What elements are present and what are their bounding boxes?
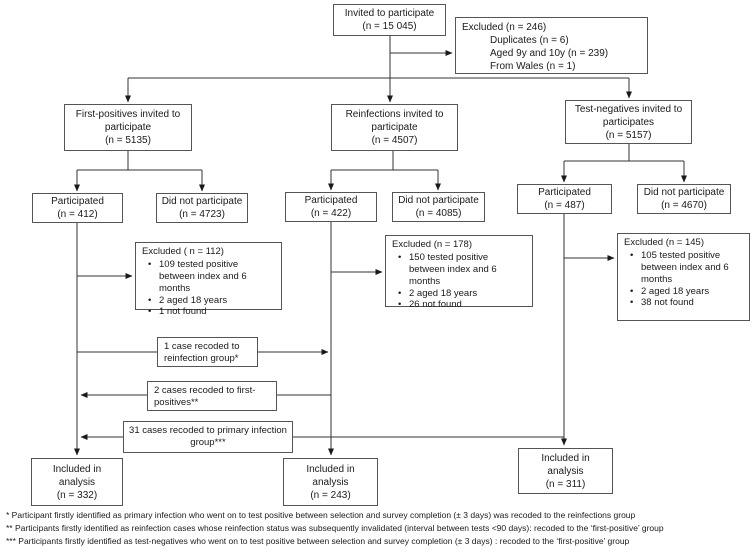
excluded-1-bullet: 1 not found bbox=[148, 306, 275, 318]
node-included-3-n: (n = 311) bbox=[545, 478, 586, 490]
node-participated-1-label: Participated bbox=[51, 196, 104, 207]
node-participated-2-label: Participated bbox=[304, 195, 358, 206]
excluded-3-bullet: 105 tested positive between index and 6 … bbox=[630, 250, 743, 286]
node-included-1-label: Included in analysis bbox=[52, 463, 102, 488]
node-included-1-n: (n = 332) bbox=[56, 489, 98, 501]
node-test-negatives-n: (n = 5157) bbox=[605, 129, 652, 141]
node-excluded-top: Excluded (n = 246) Duplicates (n = 6) Ag… bbox=[455, 17, 648, 74]
node-recode-primary-infection: 31 cases recoded to primary infection gr… bbox=[123, 421, 293, 453]
node-did-not-3-label: Did not participate bbox=[643, 187, 725, 198]
node-excluded-1: Excluded ( n = 112) 109 tested positive … bbox=[135, 242, 282, 318]
node-excluded-top-title: Excluded (n = 246) bbox=[462, 22, 547, 33]
node-reinfections: Reinfections invited to participate (n =… bbox=[331, 104, 458, 151]
node-reinfections-label: Reinfections invited to participate bbox=[345, 109, 444, 133]
node-invited-label: Invited to participate bbox=[344, 8, 435, 19]
node-recode-reinfection: 1 case recoded to reinfection group* bbox=[157, 337, 258, 367]
node-did-not-1-n: (n = 4723) bbox=[179, 209, 225, 220]
excluded-3-bullet: 2 aged 18 years bbox=[630, 286, 743, 298]
node-participated-1: Participated (n = 412) bbox=[32, 193, 123, 223]
node-first-positives-label: First-positives invited to participate bbox=[75, 109, 181, 133]
node-excluded-3-title: Excluded (n = 145) bbox=[624, 237, 705, 248]
footnote-3: *** Participants firstly identified as t… bbox=[6, 536, 630, 546]
node-participated-3: Participated (n = 487) bbox=[517, 184, 612, 214]
node-reinfections-n: (n = 4507) bbox=[371, 135, 418, 146]
excluded-top-item: From Wales (n = 1) bbox=[490, 61, 576, 72]
node-did-not-participate-1: Did not participate (n = 4723) bbox=[156, 193, 248, 223]
node-participated-3-label: Participated bbox=[538, 187, 591, 198]
node-included-3: Included in analysis (n = 311) bbox=[518, 448, 613, 494]
node-excluded-3-bullets: 105 tested positive between index and 6 … bbox=[624, 250, 743, 309]
excluded-2-bullet: 26 not found bbox=[398, 299, 526, 311]
node-excluded-1-bullets: 109 tested positive between index and 6 … bbox=[142, 259, 275, 318]
node-included-2-n: (n = 243) bbox=[310, 489, 351, 501]
node-invited-n: (n = 15 045) bbox=[362, 21, 417, 32]
node-did-not-participate-2: Did not participate (n = 4085) bbox=[392, 192, 485, 222]
node-participated-2-n: (n = 422) bbox=[310, 208, 352, 219]
node-did-not-1-label: Did not participate bbox=[161, 196, 243, 207]
excluded-top-item: Duplicates (n = 6) bbox=[490, 35, 569, 46]
node-first-positives-n: (n = 5135) bbox=[105, 135, 151, 146]
node-invited: Invited to participate (n = 15 045) bbox=[333, 4, 446, 36]
node-participated-1-n: (n = 412) bbox=[57, 209, 98, 220]
node-did-not-participate-3: Did not participate (n = 4670) bbox=[637, 184, 731, 214]
node-excluded-2: Excluded (n = 178) 150 tested positive b… bbox=[385, 235, 533, 311]
node-recode-first-positives: 2 cases recoded to first-positives** bbox=[147, 381, 277, 411]
node-recode-1-label: 1 case recoded to reinfection group* bbox=[164, 341, 240, 364]
node-recode-2-label: 2 cases recoded to first-positives** bbox=[154, 385, 256, 408]
footnotes: * Participant firstly identified as prim… bbox=[6, 509, 664, 548]
node-excluded-top-items: Duplicates (n = 6) Aged 9y and 10y (n = … bbox=[462, 34, 608, 73]
excluded-2-bullet: 2 aged 18 years bbox=[398, 288, 526, 300]
node-test-negatives-label: Test-negatives invited to participates bbox=[574, 103, 683, 128]
node-did-not-3-n: (n = 4670) bbox=[661, 200, 707, 211]
footnote-1: * Participant firstly identified as prim… bbox=[6, 510, 636, 520]
node-test-negatives: Test-negatives invited to participates (… bbox=[565, 100, 692, 144]
node-participated-3-n: (n = 487) bbox=[544, 200, 585, 211]
node-included-1: Included in analysis (n = 332) bbox=[31, 458, 123, 506]
node-included-3-label: Included in analysis bbox=[541, 452, 590, 477]
excluded-1-bullet: 109 tested positive between index and 6 … bbox=[148, 259, 275, 295]
node-excluded-2-bullets: 150 tested positive between index and 6 … bbox=[392, 252, 526, 311]
node-included-2-label: Included in analysis bbox=[306, 463, 355, 488]
node-did-not-2-label: Did not participate bbox=[398, 195, 479, 206]
node-excluded-1-title: Excluded ( n = 112) bbox=[142, 246, 224, 257]
excluded-top-item: Aged 9y and 10y (n = 239) bbox=[490, 48, 609, 59]
footnote-2: ** Participants firstly identified as re… bbox=[6, 523, 664, 533]
node-participated-2: Participated (n = 422) bbox=[285, 192, 377, 222]
excluded-1-bullet: 2 aged 18 years bbox=[148, 295, 275, 307]
node-included-2: Included in analysis (n = 243) bbox=[283, 458, 378, 506]
node-recode-3-label: 31 cases recoded to primary infection gr… bbox=[129, 425, 287, 448]
node-first-positives: First-positives invited to participate (… bbox=[64, 104, 192, 151]
node-excluded-2-title: Excluded (n = 178) bbox=[392, 239, 473, 250]
excluded-2-bullet: 150 tested positive between index and 6 … bbox=[398, 252, 526, 288]
excluded-3-bullet: 38 not found bbox=[630, 297, 743, 309]
node-excluded-3: Excluded (n = 145) 105 tested positive b… bbox=[617, 233, 750, 321]
node-did-not-2-n: (n = 4085) bbox=[415, 208, 462, 219]
